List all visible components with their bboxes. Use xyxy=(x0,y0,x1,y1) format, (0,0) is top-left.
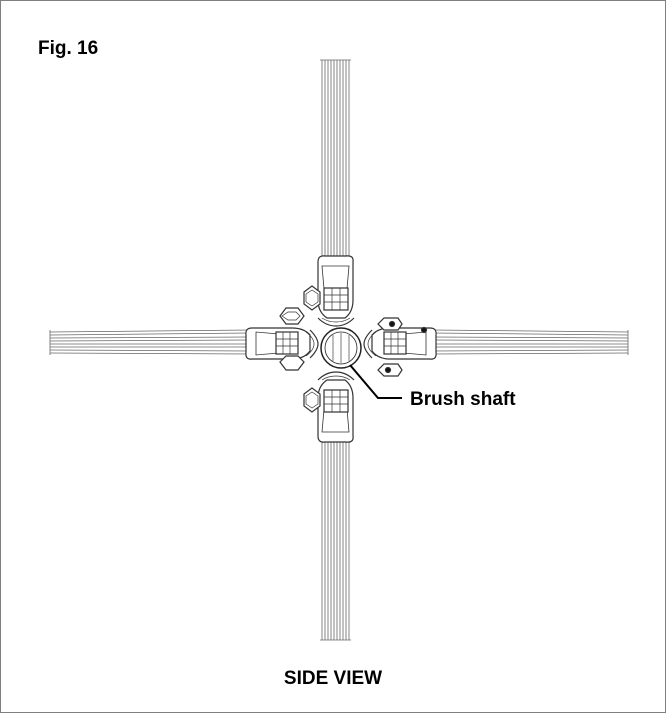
bristle-arm-right xyxy=(431,329,629,355)
callout-leader xyxy=(349,364,402,399)
clamp-right xyxy=(363,317,437,377)
clamp-bottom xyxy=(303,371,355,443)
clamp-top xyxy=(303,255,355,327)
bristle-arm-top xyxy=(320,59,351,258)
clamp-left xyxy=(245,307,319,371)
bristle-arm-left xyxy=(49,329,251,355)
brush-shaft-callout: Brush shaft xyxy=(410,389,516,410)
bristle-arm-bottom xyxy=(320,440,351,641)
figure-label: Fig. 16 xyxy=(38,38,99,59)
figure-caption: SIDE VIEW xyxy=(283,668,383,689)
brush-shaft xyxy=(320,327,362,369)
